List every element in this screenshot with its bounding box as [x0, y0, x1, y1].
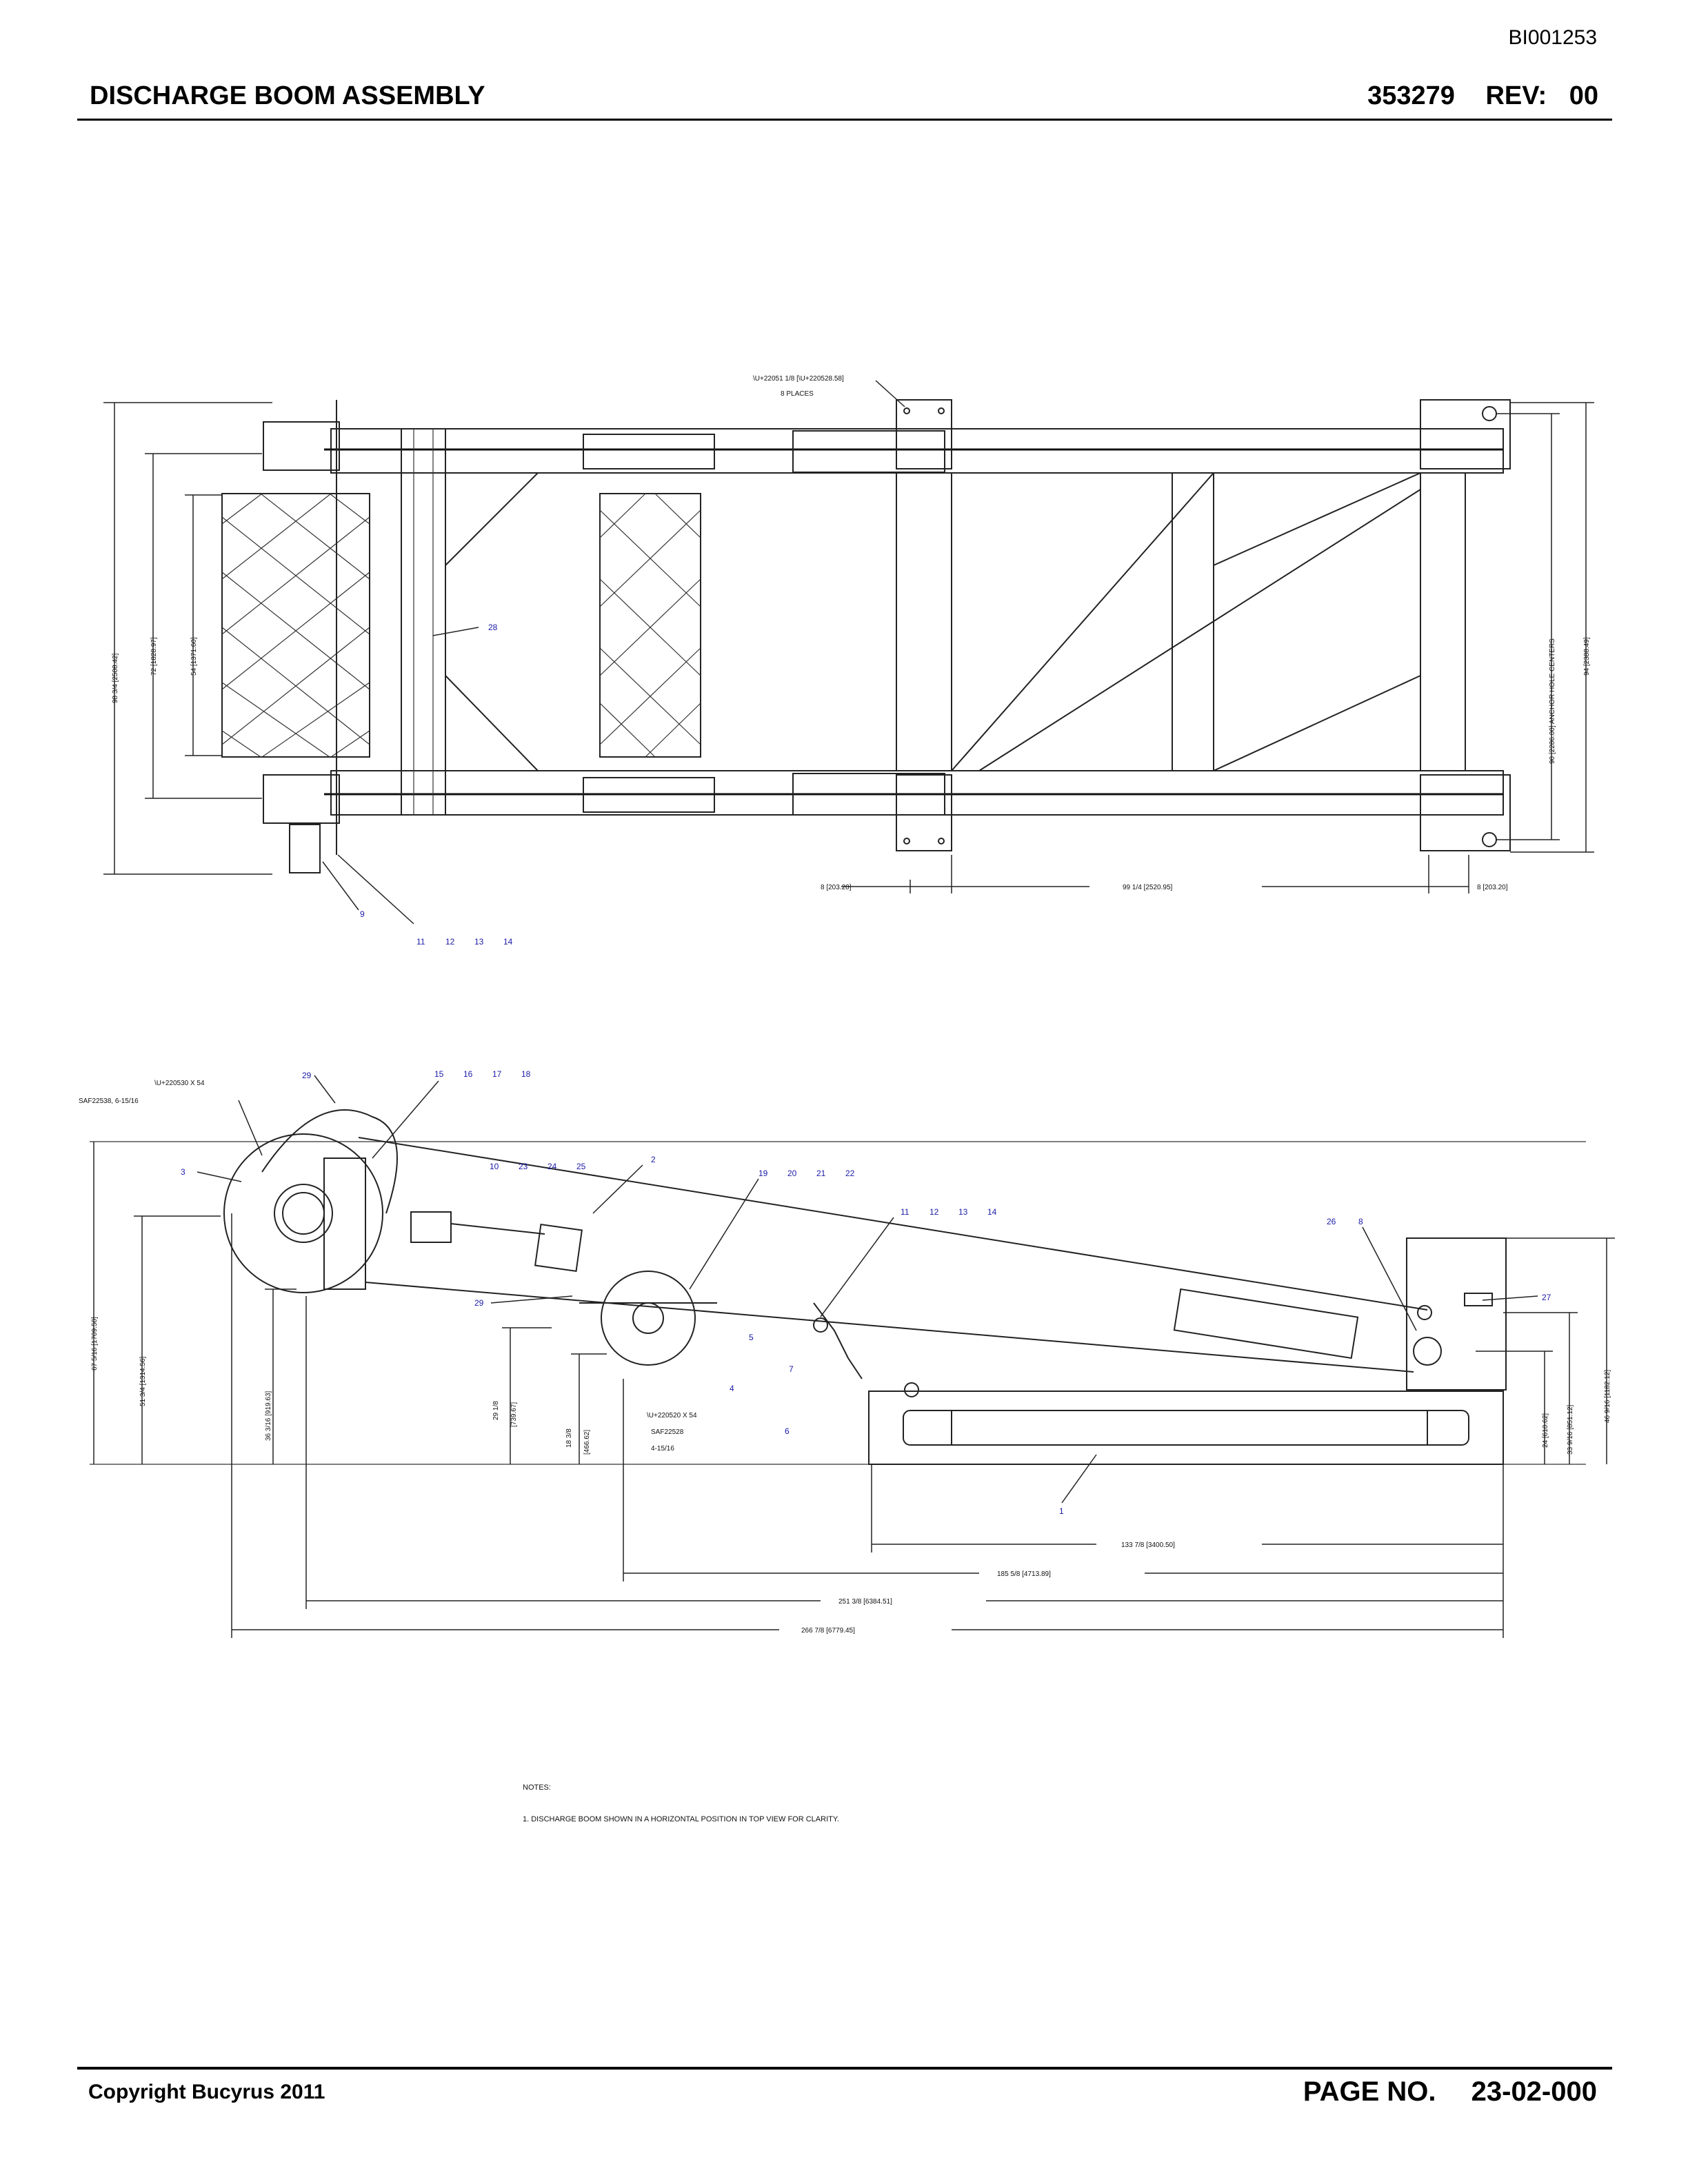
dim-v5: 18 3/8	[565, 1428, 573, 1448]
anchor-plate-ur	[1420, 399, 1511, 469]
dim-bottom-left: 8 [203.20]	[821, 884, 852, 891]
document-id: BI001253	[1508, 26, 1597, 49]
snub-pulley-drum	[599, 493, 701, 758]
pin-callout-2: \U+220520 X 54	[647, 1412, 697, 1419]
item-tag: 26	[1327, 1217, 1336, 1226]
item-tag: 27	[1542, 1293, 1551, 1302]
top-rail-lower	[330, 770, 1504, 816]
dim-v5b: [466.62]	[583, 1430, 591, 1455]
item-tag: 6	[785, 1426, 790, 1436]
note-1: 1. DISCHARGE BOOM SHOWN IN A HORIZONTAL …	[523, 1815, 839, 1823]
drum-lagging-pattern	[221, 493, 370, 758]
revision-label: REV:	[1485, 81, 1547, 110]
dim-anchor-centers: 90 [2286.00] ANCHOR HOLE CENTERS	[1549, 638, 1556, 764]
part-number: 353279	[1367, 81, 1455, 110]
anchor-plate-ll	[896, 774, 952, 851]
item-tag: 5	[749, 1333, 754, 1342]
item-tag: 11	[416, 937, 425, 947]
item-tag: 21	[816, 1169, 826, 1178]
dim-h1: 133 7/8 [3400.50]	[1121, 1541, 1175, 1549]
anchor-plate-lr	[1420, 774, 1511, 851]
dim-left-mid: 72 [1828.97]	[150, 637, 158, 676]
top-rail-upper	[330, 428, 1504, 474]
item-tag: 11	[901, 1207, 910, 1217]
revision-value: 00	[1569, 81, 1598, 110]
item-tag: 4	[730, 1384, 734, 1393]
snub-pulley	[601, 1271, 696, 1366]
item-tag: 9	[360, 909, 365, 919]
dim-left-inner: 54 [1371.60]	[190, 637, 198, 676]
side-view: \U+220530 X 54 SAF22538, 6-15/16 \U+2205…	[79, 1069, 1615, 1638]
item-tag: 1	[1059, 1506, 1064, 1516]
size-callout-2: 4-15/16	[651, 1445, 674, 1453]
takeup-cylinder	[1173, 1288, 1359, 1359]
item-tag: 23	[519, 1162, 528, 1171]
hardware-callout: \U+22051 1/8 [\U+220528.58]	[753, 375, 844, 383]
item-tag: 2	[651, 1155, 656, 1164]
dim-v1: 67 5/16 [1709.50]	[91, 1317, 99, 1371]
item-tag: 14	[987, 1207, 997, 1217]
item-tag: 20	[787, 1169, 797, 1178]
tail-pulley-drum	[221, 493, 370, 758]
item-tag: 29	[302, 1071, 312, 1080]
item-tag: 19	[758, 1169, 768, 1178]
item-tag: 25	[576, 1162, 586, 1171]
top-view: \U+22051 1/8 [\U+220528.58] 8 PLACES 98 …	[103, 375, 1594, 947]
item-tag: 13	[958, 1207, 968, 1217]
dim-bottom-mid: 99 1/4 [2520.95]	[1123, 884, 1173, 891]
item-tag: 10	[490, 1162, 499, 1171]
dim-vr3: 46 9/16 [1182.12]	[1604, 1370, 1611, 1423]
item-tag: 18	[521, 1069, 531, 1079]
dim-vr1: 24 [610.62]	[1542, 1413, 1549, 1448]
dim-v4b: [739.67]	[510, 1402, 518, 1427]
pin-callout: \U+220530 X 54	[154, 1080, 205, 1087]
item-tag: 24	[547, 1162, 557, 1171]
page-title: DISCHARGE BOOM ASSEMBLY	[90, 81, 485, 110]
dim-left-outer: 98 3/4 [2508.42]	[112, 653, 119, 703]
item-tag: 7	[789, 1364, 794, 1374]
item-tag: 22	[845, 1169, 855, 1178]
head-pulley	[223, 1133, 383, 1293]
dim-h4: 266 7/8 [6779.45]	[801, 1627, 855, 1635]
dim-bottom-right: 8 [203.20]	[1477, 884, 1508, 891]
page-number: 23-02-000	[1471, 2076, 1597, 2107]
item-tag: 29	[474, 1298, 484, 1308]
item-tag: 17	[492, 1069, 502, 1079]
item-tag: 15	[434, 1069, 444, 1079]
dim-v3: 36 3/16 [919.63]	[265, 1391, 272, 1441]
base-frame	[868, 1391, 1504, 1465]
header-rule	[77, 119, 1612, 121]
item-tag: 3	[181, 1167, 185, 1177]
item-tag: 14	[503, 937, 513, 947]
copyright: Copyright Bucyrus 2011	[88, 2081, 325, 2103]
dim-v2: 51 3/4 [1314.56]	[139, 1356, 147, 1406]
dim-v4: 29 1/8	[492, 1401, 500, 1420]
cross-member-left	[401, 428, 446, 816]
item-tag: 13	[474, 937, 484, 947]
item-tag: 28	[488, 623, 498, 632]
notes-heading: NOTES:	[523, 1783, 551, 1792]
footer-rule	[77, 2067, 1612, 2070]
item-tag: 12	[445, 937, 455, 947]
places-callout: 8 PLACES	[781, 390, 814, 398]
part-revision-block: 353279 REV: 00	[1344, 81, 1598, 111]
item-tag: 16	[463, 1069, 473, 1079]
item-tag: 8	[1358, 1217, 1363, 1226]
dim-h3: 251 3/8 [6384.51]	[838, 1598, 892, 1606]
page-number-block: PAGE NO. 23-02-000	[1303, 2076, 1597, 2107]
item-tag: 12	[930, 1207, 939, 1217]
dim-h2: 185 5/8 [4713.89]	[997, 1570, 1051, 1578]
saf-callout-2: SAF22528	[651, 1428, 684, 1436]
page-label: PAGE NO.	[1303, 2076, 1436, 2107]
anchor-plate-ul	[896, 399, 952, 469]
saf-callout: SAF22538, 6-15/16	[79, 1098, 139, 1105]
dim-vr2: 33 9/16 [851.12]	[1567, 1404, 1574, 1455]
dim-right-outer: 94 [2388.49]	[1583, 637, 1591, 676]
